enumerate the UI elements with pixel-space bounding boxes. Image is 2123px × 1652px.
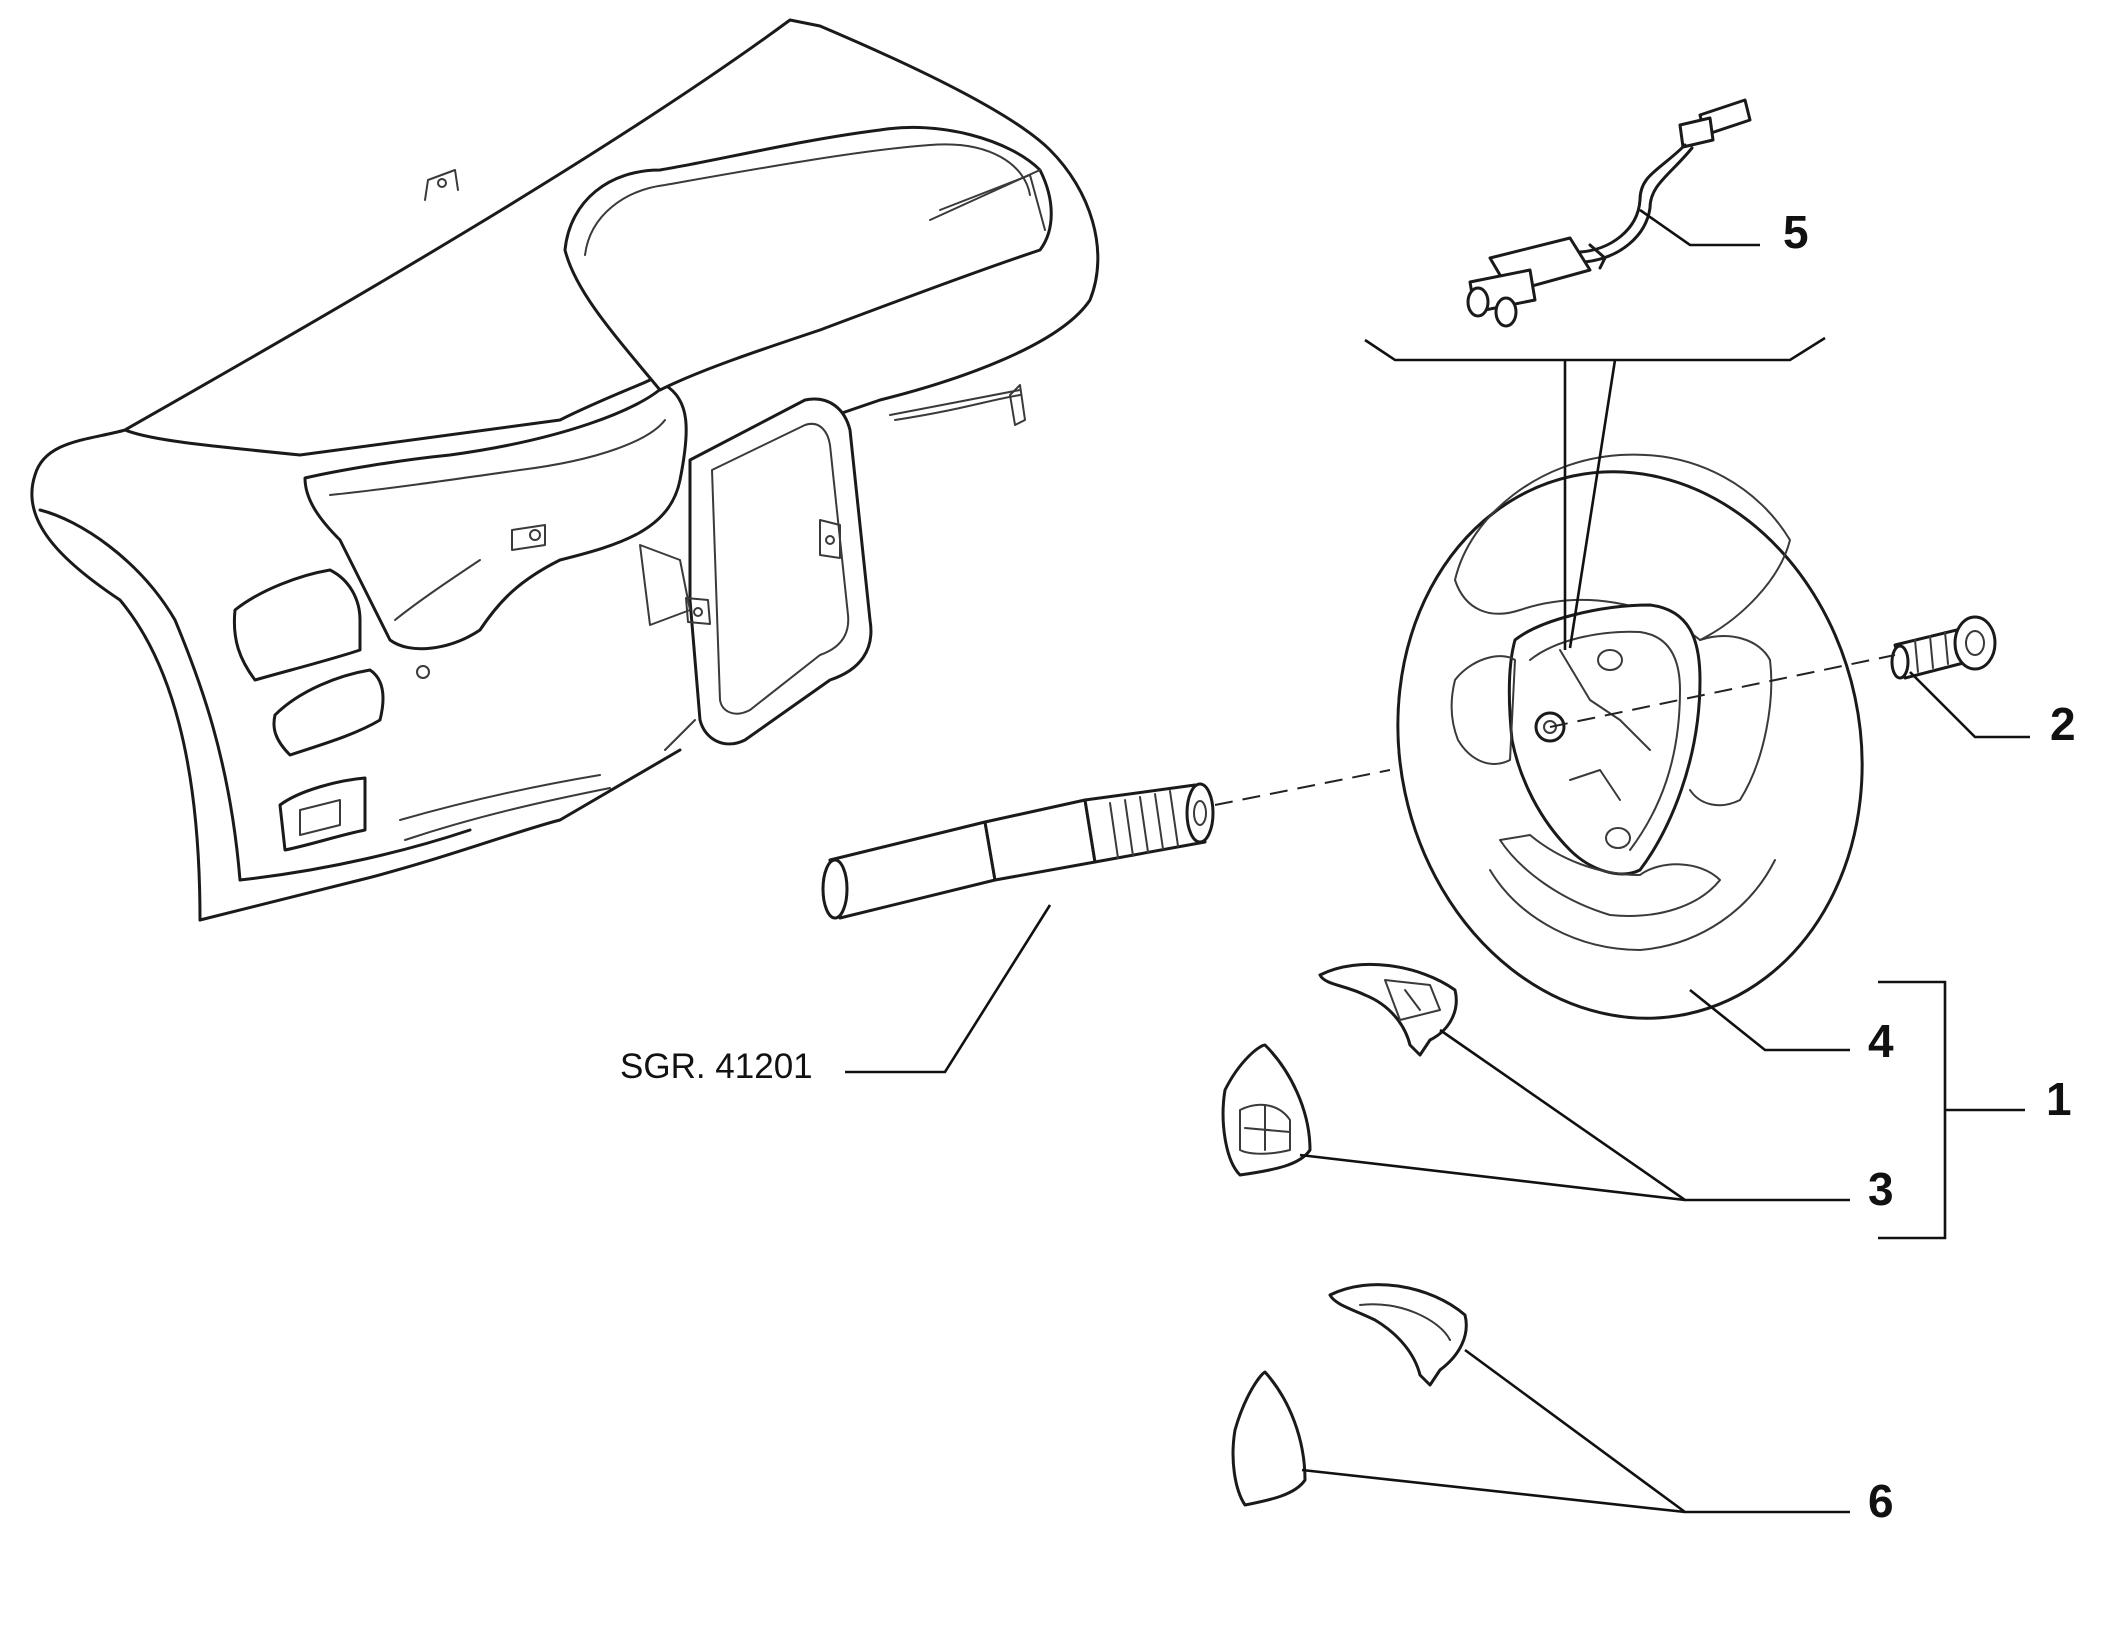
- reference-label: SGR. 41201: [620, 1047, 813, 1086]
- callout-6: 6: [1868, 1475, 1894, 1527]
- blank-cover-upper-part-6: [1328, 1283, 1468, 1387]
- dashboard-drawing: [30, 18, 1100, 922]
- callout-4: 4: [1868, 1015, 1894, 1067]
- switch-cover-lower-part-3: [1221, 1043, 1312, 1177]
- steering-shaft: [821, 782, 1215, 920]
- callout-1: 1: [2046, 1073, 2072, 1125]
- callout-2: 2: [2050, 698, 2076, 750]
- assembly-axis-lines: [1214, 654, 1896, 806]
- callout-5: 5: [1783, 206, 1809, 258]
- blank-cover-lower-part-6: [1231, 1370, 1307, 1507]
- steering-wheel-part-4: [1396, 453, 1864, 1020]
- leader-lines: [845, 208, 2030, 1514]
- bolt-part-2: [1890, 615, 1997, 680]
- switch-cover-upper-part-3: [1318, 962, 1458, 1057]
- wiring-harness-part-5: [1466, 98, 1752, 328]
- callout-3: 3: [1868, 1163, 1894, 1215]
